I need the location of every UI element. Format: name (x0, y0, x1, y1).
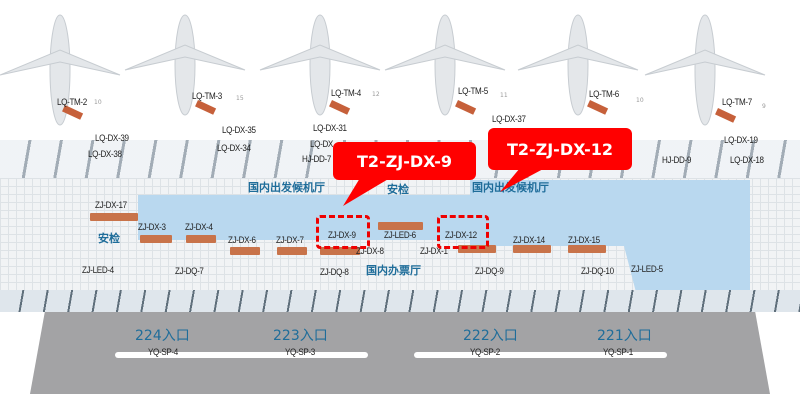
zone-checkin-hall: 国内办票厅 (366, 264, 421, 277)
device-label[interactable]: LQ-DX-37 (492, 114, 526, 125)
callout-t2-zj-dx-12[interactable]: T2-ZJ-DX-12 (488, 128, 632, 170)
device-label[interactable]: ZJ-DQ-8 (320, 267, 349, 278)
entrance-221: 221入口 (597, 328, 652, 344)
sign-label[interactable]: YQ-SP-1 (603, 347, 633, 358)
counter-bar (140, 235, 172, 243)
highlight-box-dx9[interactable] (316, 215, 370, 249)
device-label[interactable]: LQ-DX-38 (88, 149, 122, 160)
device-label[interactable]: ZJ-DX-4 (185, 222, 213, 233)
facade (0, 290, 800, 312)
counter-bar (513, 245, 551, 253)
airplane-icon (124, 14, 246, 116)
stand-number: 9 (762, 103, 766, 110)
entrance-223: 223入口 (273, 328, 328, 344)
device-label[interactable]: HJ-DD-9 (662, 155, 692, 166)
curb-right (414, 352, 667, 358)
stand-number: 12 (372, 91, 380, 98)
device-label[interactable]: ZJ-LED-4 (82, 265, 114, 276)
device-label[interactable]: LQ-DX-34 (217, 143, 251, 154)
airplane-icon (0, 14, 121, 126)
device-label[interactable]: ZJ-LED-6 (384, 230, 416, 241)
gate-label: LQ-TM-3 (192, 91, 222, 102)
counter-bar (230, 247, 260, 255)
device-label[interactable]: ZJ-DQ-9 (475, 266, 504, 277)
device-label[interactable]: ZJ-DX-12 (445, 230, 477, 241)
counter-bar (458, 245, 496, 253)
device-label[interactable]: ZJ-DQ-7 (175, 266, 204, 277)
device-label[interactable]: LQ-DX-39 (95, 133, 129, 144)
stand-number: 10 (636, 97, 644, 104)
gate-label: LQ-TM-5 (458, 86, 488, 97)
device-label[interactable]: ZJ-DX-3 (138, 222, 166, 233)
device-label[interactable]: ZJ-DQ-10 (581, 266, 614, 277)
gate-label: LQ-TM-2 (57, 97, 87, 108)
sign-label[interactable]: YQ-SP-2 (470, 347, 500, 358)
stand-number: 11 (500, 92, 508, 99)
device-label[interactable]: ZJ-DX-8 (356, 246, 384, 257)
zone-departure-hall-right: 国内出发候机厅 (472, 181, 549, 194)
device-label[interactable]: LQ-DX-18 (730, 155, 764, 166)
airplane-icon (259, 14, 381, 116)
counter-bar (568, 245, 606, 253)
callout-t2-zj-dx-9[interactable]: T2-ZJ-DX-9 (333, 142, 476, 180)
device-label[interactable]: ZJ-DX-1 (420, 246, 448, 257)
sign-label[interactable]: YQ-SP-4 (148, 347, 178, 358)
device-label[interactable]: ZJ-DX-14 (513, 235, 545, 246)
device-label[interactable]: ZJ-DX-15 (568, 235, 600, 246)
device-label[interactable]: LQ-DX-31 (313, 123, 347, 134)
device-label[interactable]: ZJ-LED-5 (631, 264, 663, 275)
highlight-box-dx12[interactable] (437, 215, 489, 249)
counter-bar (320, 247, 360, 255)
stand-number: 15 (236, 95, 244, 102)
sign-label[interactable]: YQ-SP-3 (285, 347, 315, 358)
device-label[interactable]: ZJ-DX-17 (95, 200, 127, 211)
zone-departure-hall-left: 国内出发候机厅 (248, 181, 325, 194)
airplane-icon (384, 14, 506, 116)
device-label[interactable]: LQ-DX-19 (724, 135, 758, 146)
counter-bar (378, 222, 423, 230)
device-label[interactable]: ZJ-DX-7 (276, 235, 304, 246)
stand-number: 10 (94, 99, 102, 106)
curb-left (115, 352, 368, 358)
counter-bar (90, 213, 138, 221)
counter-bar (186, 235, 216, 243)
gate-label: LQ-TM-7 (722, 97, 752, 108)
airplane-icon (644, 14, 766, 126)
device-label[interactable]: ZJ-DX-6 (228, 235, 256, 246)
aircraft-layer (0, 14, 766, 126)
airplane-icon (517, 14, 639, 116)
device-label[interactable]: ZJ-DX-9 (328, 230, 356, 241)
zone-security-left: 安检 (98, 232, 120, 245)
entrance-224: 224入口 (135, 328, 190, 344)
gate-label: LQ-TM-6 (589, 89, 619, 100)
gate-label: LQ-TM-4 (331, 88, 361, 99)
entrance-222: 222入口 (463, 328, 518, 344)
device-label[interactable]: LQ-DX-35 (222, 125, 256, 136)
zone-security-center: 安检 (387, 183, 409, 196)
device-label[interactable]: HJ-DD-7 (302, 154, 332, 165)
counter-bar (277, 247, 307, 255)
device-label[interactable]: LQ-DX (310, 139, 333, 150)
